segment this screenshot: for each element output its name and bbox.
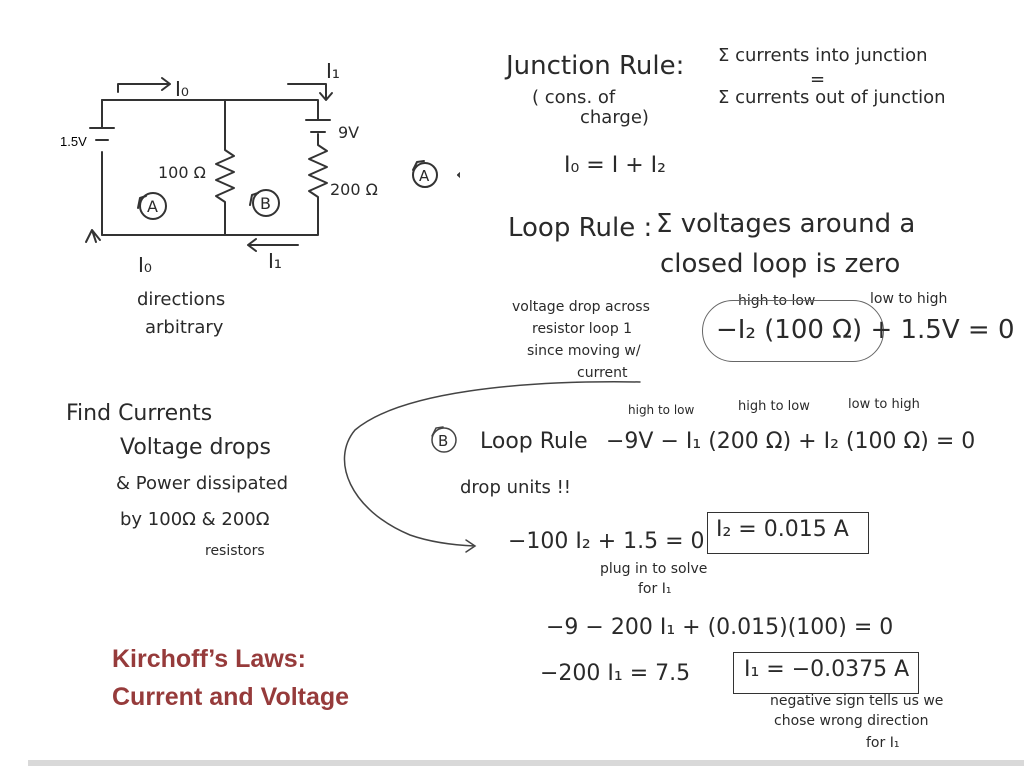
find-line1: Find Currents (66, 401, 213, 426)
arrow-i1-top (287, 83, 333, 101)
solve-eq1: −100 I₂ + 1.5 = 0 (508, 529, 705, 554)
loop-rule-text1: Σ voltages around a (656, 209, 916, 239)
circuit-i1-bottom-label: I₁ (268, 249, 282, 273)
loop-b-title: Loop Rule (480, 429, 588, 454)
circuit-r2-label: 200 Ω (330, 180, 378, 199)
circuit-note-line2: arbitrary (145, 317, 224, 338)
find-line5: resistors (205, 543, 265, 559)
loop-rule-text2: closed loop is zero (660, 249, 901, 279)
battery-left-label: 1.5V (60, 134, 87, 149)
loop-a-note3: since moving w/ (527, 343, 641, 359)
solve-eq2: −9 − 200 I₁ + (0.015)(100) = 0 (546, 615, 894, 640)
circuit-i1-top-label: I₁ (326, 59, 340, 83)
solve-answer1: I₂ = 0.015 A (716, 517, 849, 542)
circuit-i0-bottom-label: I₀ (138, 253, 152, 277)
answer2-box (733, 652, 919, 694)
loop-b-lh: low to high (848, 397, 920, 412)
circuit-loop-b-label: B (260, 194, 271, 213)
wire-right (308, 133, 328, 211)
circuit-9v-label: 9V (338, 123, 359, 142)
solve-plug2: for I₁ (638, 581, 672, 597)
brace-bracket (457, 171, 460, 179)
circuit-note-line1: directions (137, 289, 226, 310)
slide-title-line2: Current and Voltage (112, 683, 350, 711)
solve-note1: negative sign tells us we (770, 693, 944, 709)
wire-bottom (101, 209, 319, 236)
loop-rule-title: Loop Rule : (508, 213, 653, 243)
loop-a-low-high: low to high (870, 291, 948, 307)
junction-sum2: Σ currents out of junction (718, 87, 946, 108)
wire-top (101, 99, 319, 121)
loop-b-circle (252, 189, 280, 217)
junction-equation: I₀ = I + I₂ (564, 153, 666, 178)
loop-a-equation: −I₂ (100 Ω) + 1.5V = 0 (716, 315, 1015, 345)
arrow-i0-bottom (85, 229, 101, 243)
junction-loop-a-label: A (419, 167, 430, 185)
loop-a-note4: current (577, 365, 628, 381)
solve-answer2: I₁ = −0.0375 A (744, 657, 910, 682)
loop-b-hl2: high to low (738, 399, 810, 414)
answer1-box (707, 512, 869, 554)
solve-plug: plug in to solve (600, 561, 708, 577)
junction-subtitle2: charge) (580, 107, 649, 128)
circuit-diagram: I₀ I₁ 9V 100 Ω 200 Ω A B I₀ I₁ A (85, 59, 460, 277)
arrow-i0-top (117, 77, 171, 93)
loop-a-high-low: high to low (738, 293, 816, 309)
loop-a-equation-oval (702, 300, 884, 362)
slide-title: Kirchoff’s Laws: Current and Voltage (112, 640, 349, 716)
loop-a-label-circle (412, 162, 438, 188)
circuit-i0-top-label: I₀ (175, 77, 189, 101)
junction-sum1: Σ currents into junction (718, 45, 928, 66)
solve-drop-units: drop units !! (460, 477, 571, 498)
junction-equals: = (810, 69, 826, 90)
find-line4: by 100Ω & 200Ω (120, 509, 270, 530)
resistor-100 (215, 99, 235, 236)
loop-a-circle (139, 192, 167, 220)
bottom-bar (28, 760, 1024, 766)
loop-a-note1: voltage drop across (512, 299, 650, 315)
circuit-r1-label: 100 Ω (158, 163, 206, 182)
junction-title: Junction Rule: (506, 51, 685, 81)
loop-b-circle-label: B (438, 432, 448, 450)
circuit-loop-a-label: A (147, 197, 158, 216)
find-line2: Voltage drops (120, 435, 271, 460)
loop-b-equation: −9V − I₁ (200 Ω) + I₂ (100 Ω) = 0 (606, 429, 976, 454)
solve-note3: for I₁ (866, 735, 900, 751)
solve-note2: chose wrong direction (774, 713, 929, 729)
find-line3: & Power dissipated (116, 473, 289, 494)
loop-a-note2: resistor loop 1 (532, 321, 633, 337)
loop-b-hl1: high to low (628, 403, 695, 417)
solve-eq3: −200 I₁ = 7.5 (540, 661, 691, 686)
arrow-i1-bottom (247, 238, 299, 252)
slide-title-line1: Kirchoff’s Laws: (112, 645, 306, 673)
junction-subtitle1: ( cons. of (532, 87, 616, 108)
